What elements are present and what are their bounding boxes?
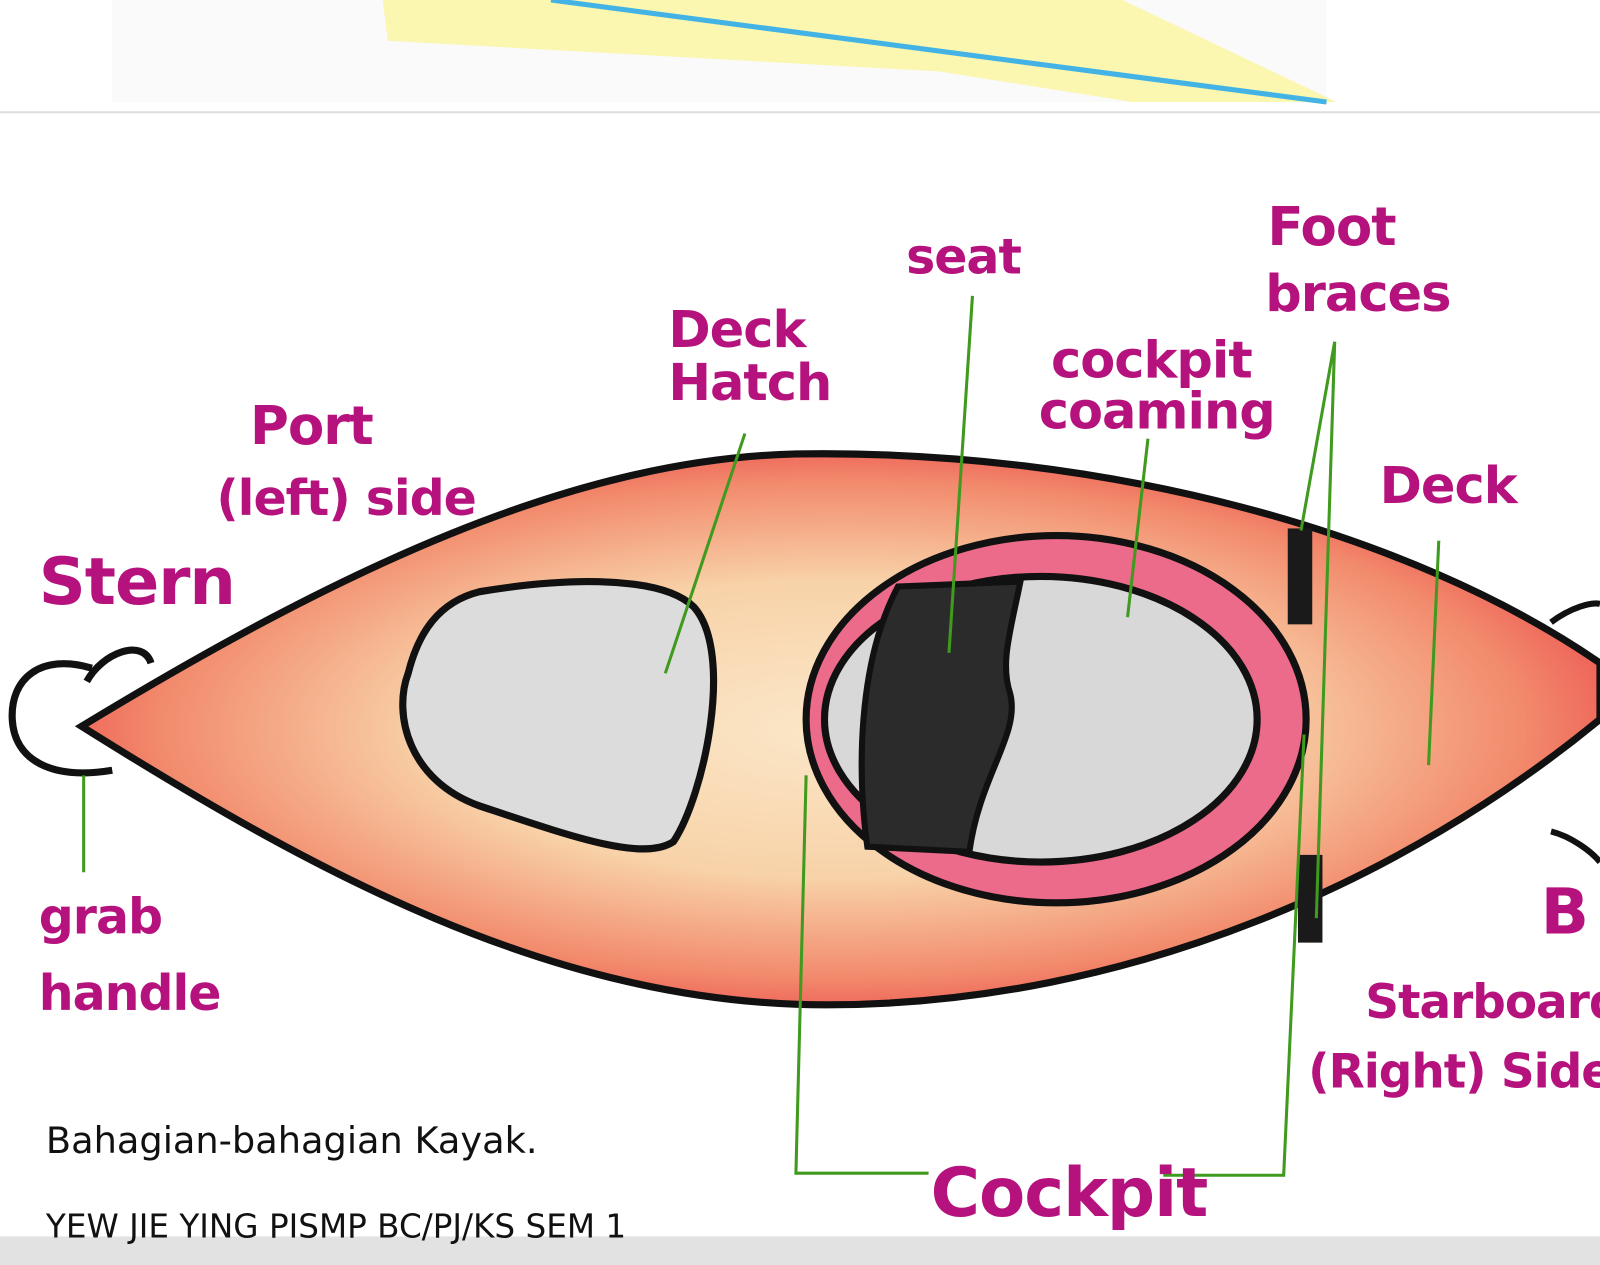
- label-foot-braces-1: Foot: [1267, 196, 1396, 258]
- caption: Bahagian-bahagian Kayak.: [46, 1119, 538, 1162]
- label-deck: Deck: [1380, 457, 1519, 516]
- label-deck-hatch-2: Hatch: [668, 354, 831, 413]
- label-stern: Stern: [39, 544, 235, 620]
- stern-grab-handle: [8, 660, 113, 777]
- label-cockpit-coaming-2: coaming: [1039, 382, 1275, 441]
- label-seat: seat: [906, 228, 1021, 285]
- label-port-2: (left) side: [216, 470, 476, 527]
- label-port-1: Port: [250, 395, 373, 457]
- label-cockpit: Cockpit: [931, 1154, 1208, 1232]
- leader-lines: [82, 295, 1441, 1177]
- label-grab-handle-2: handle: [39, 965, 221, 1022]
- author-line: YEW JIE YING PISMP BC/PJ/KS SEM 1: [45, 1207, 626, 1245]
- label-cockpit-coaming-1: cockpit: [1051, 331, 1252, 390]
- bow-grab-handle: [1549, 600, 1600, 865]
- label-deck-hatch-1: Deck: [668, 301, 807, 360]
- label-foot-braces-2: braces: [1265, 265, 1450, 324]
- label-grab-handle-1: grab: [39, 888, 162, 945]
- label-starboard-1: Starboard: [1365, 975, 1600, 1030]
- seat-shape: [858, 578, 1025, 856]
- foot-brace-top: [1287, 528, 1313, 625]
- label-bow: B: [1541, 874, 1588, 948]
- label-starboard-2: (Right) Side: [1308, 1044, 1600, 1099]
- deck-hatch: [399, 578, 718, 853]
